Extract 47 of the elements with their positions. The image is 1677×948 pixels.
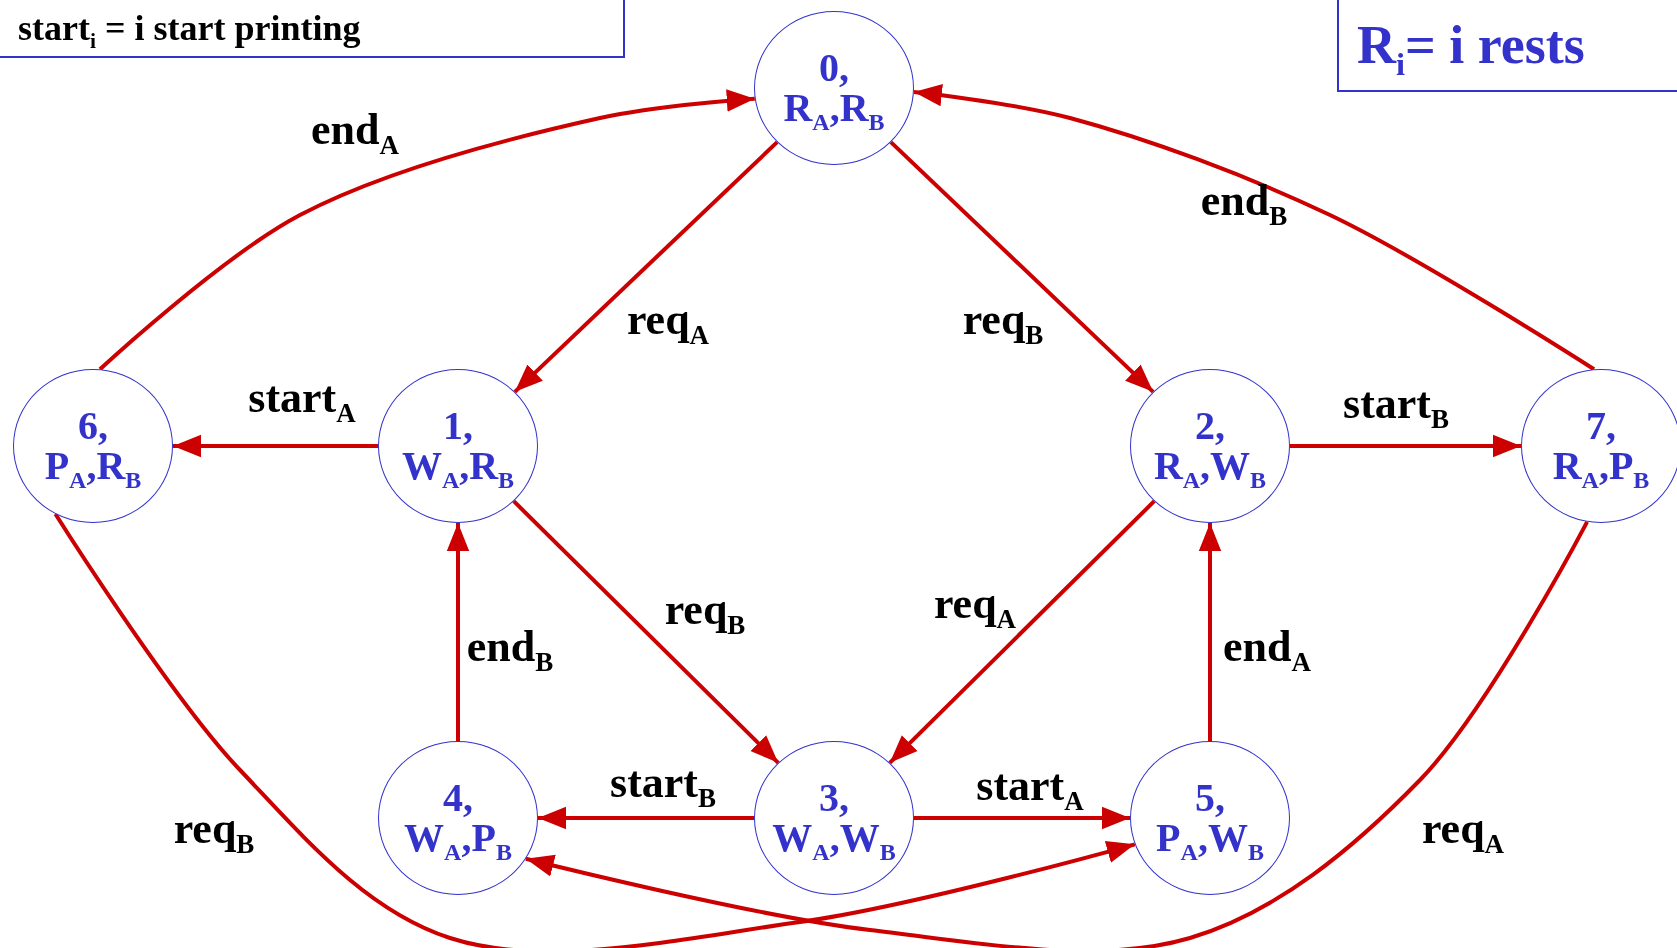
state-label: W$_{A}$,R$_{B}$ xyxy=(401,446,515,486)
state-label: 2, xyxy=(1195,406,1225,446)
legend-panel xyxy=(0,0,625,58)
edge-label: req$_{B}$ xyxy=(962,298,1044,342)
arrow xyxy=(1290,434,1521,458)
state-label: 5, xyxy=(1195,778,1225,818)
state-label: 4, xyxy=(443,778,473,818)
arrow xyxy=(538,806,754,830)
edge-label: req$_{A}$ xyxy=(933,582,1017,626)
edge-label: start$_{B}$ xyxy=(610,761,716,805)
arrow xyxy=(512,499,780,765)
arrow xyxy=(53,512,1136,948)
arrow xyxy=(888,499,1156,765)
state-label: W$_{A}$,P$_{B}$ xyxy=(404,818,512,858)
arrow xyxy=(914,806,1130,830)
state-label: P$_{A}$,R$_{B}$ xyxy=(44,446,142,486)
arrow xyxy=(525,520,1589,948)
state-label: 7, xyxy=(1586,406,1616,446)
edge-label: req$_{A}$ xyxy=(626,298,710,342)
arrow xyxy=(98,89,755,371)
state-label: R$_{A}$,R$_{B}$ xyxy=(783,88,885,128)
arrow xyxy=(913,83,1596,371)
arrow xyxy=(1198,523,1222,741)
legend-panel xyxy=(1337,0,1677,92)
edge-label: req$_{B}$ xyxy=(664,588,746,632)
edge-label: req$_{A}$ xyxy=(1421,807,1505,851)
state-label: 3, xyxy=(819,778,849,818)
arrow xyxy=(173,434,378,458)
state-label: P$_{A}$,W$_{B}$ xyxy=(1156,818,1264,858)
edge-label: start$_{A}$ xyxy=(976,764,1084,808)
arrow xyxy=(446,523,470,741)
edge-label: req$_{B}$ xyxy=(173,807,255,851)
edge-label: end$_{A}$ xyxy=(311,108,399,152)
edge-label: end$_{B}$ xyxy=(1200,179,1288,223)
state-label: R$_{A}$,P$_{B}$ xyxy=(1552,446,1650,486)
state-label: 0, xyxy=(819,48,849,88)
arrow xyxy=(889,140,1155,394)
edge-label: start$_{A}$ xyxy=(248,376,356,420)
arrow xyxy=(513,140,779,394)
legend-text: start$_{i}$ = i start printing xyxy=(18,10,361,46)
state-label: R$_{A}$,W$_{B}$ xyxy=(1153,446,1267,486)
state-label: W$_{A}$,W$_{B}$ xyxy=(772,818,896,858)
edge-label: end$_{B}$ xyxy=(466,625,554,669)
edge-label: start$_{B}$ xyxy=(1343,382,1449,426)
edge-label: end$_{A}$ xyxy=(1223,625,1311,669)
state-label: 6, xyxy=(78,406,108,446)
state-label: 1, xyxy=(443,406,473,446)
